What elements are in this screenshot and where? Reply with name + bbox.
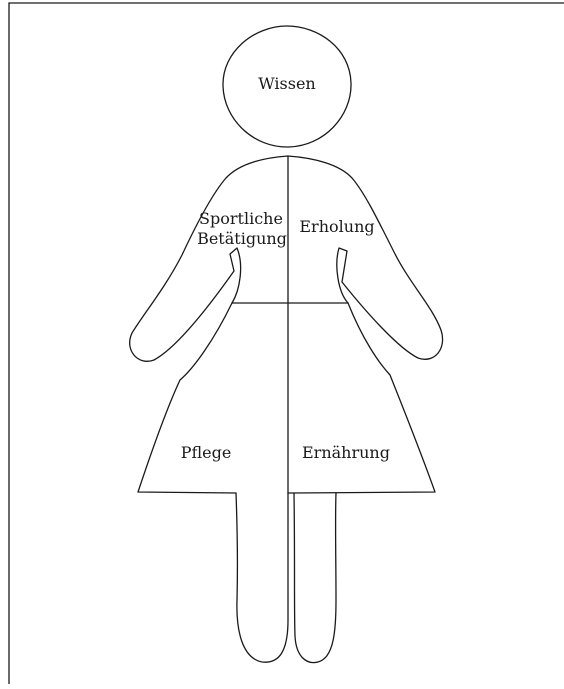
left-shoulder-label-line1: Sportliche <box>199 209 283 228</box>
head-label: Wissen <box>258 74 315 93</box>
right-skirt-label: Ernährung <box>302 443 390 462</box>
right-leg <box>294 493 336 663</box>
right-shoulder-label: Erholung <box>299 217 374 236</box>
left-leg <box>236 493 288 662</box>
skirt-outline <box>138 303 435 493</box>
left-skirt-label: Pflege <box>181 443 232 462</box>
left-shoulder-label-line2: Betätigung <box>197 229 287 248</box>
torso-and-arms-outline <box>130 156 443 361</box>
